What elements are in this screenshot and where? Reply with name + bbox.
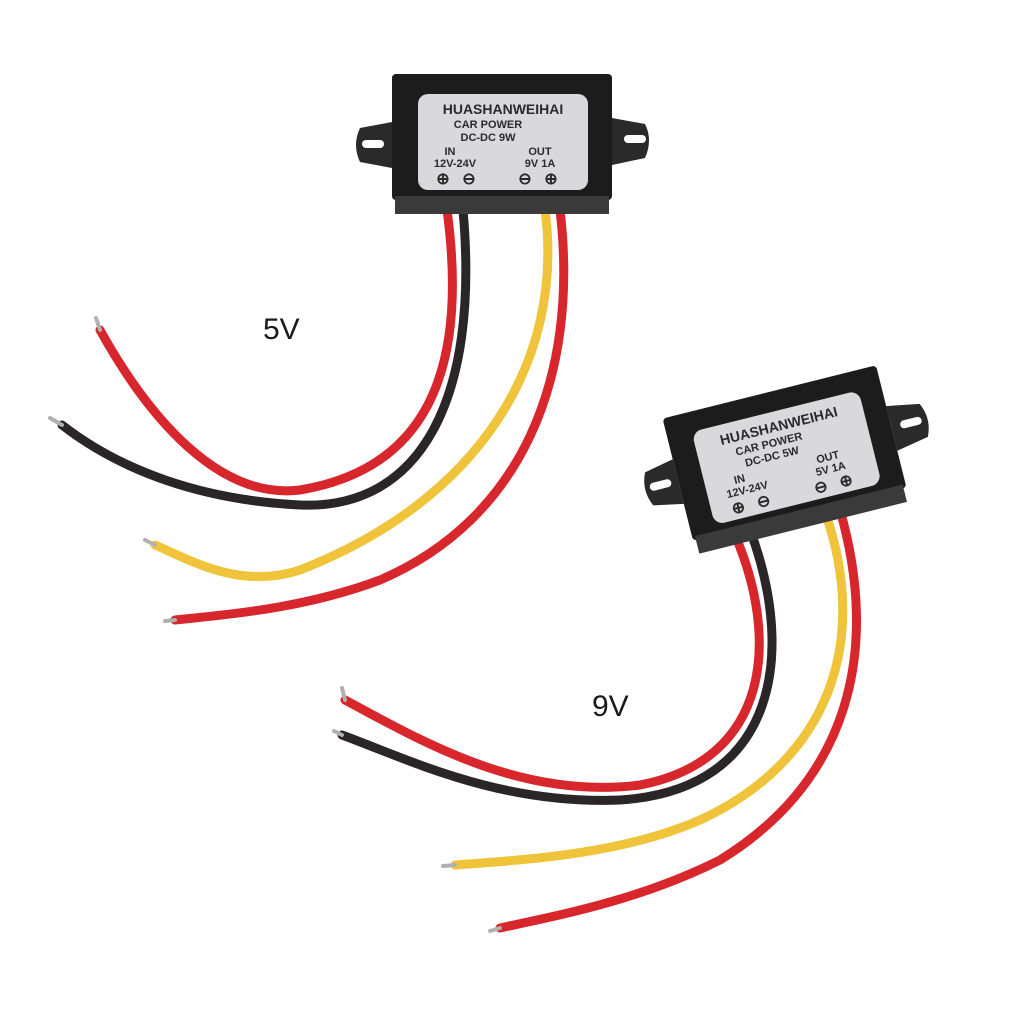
out-label: OUT — [528, 146, 552, 158]
lower-module: HUASHANWEIHAI CAR POWER DC-DC 5W IN 12V-… — [644, 366, 929, 554]
in-label: IN — [445, 146, 456, 158]
wire-tip — [340, 686, 347, 702]
plus-terminal-icon: ⊕ — [544, 171, 557, 188]
in-range: 12V-24V — [434, 158, 477, 170]
wire-tip — [143, 538, 157, 547]
in-label: IN — [733, 473, 747, 487]
wire-tip — [441, 863, 457, 868]
plus-terminal-icon: ⊕ — [436, 171, 449, 188]
wire-red-input — [340, 530, 764, 792]
minus-terminal-icon: ⊖ — [462, 171, 475, 188]
car-power-text: CAR POWER — [454, 119, 523, 131]
out-rating: 9V 1A — [525, 158, 556, 170]
wire-black-input — [337, 525, 777, 805]
label-sticker — [693, 392, 880, 523]
wire-black-input — [57, 205, 471, 510]
wire-tip — [48, 416, 64, 427]
caption-9v: 9V — [592, 690, 629, 723]
wire-yellow-output — [150, 205, 553, 582]
plus-terminal-icon: ⊕ — [838, 472, 855, 492]
wire-tip — [94, 316, 102, 332]
wire-red-output — [170, 205, 569, 625]
dc-dc-text: DC-DC 9W — [461, 132, 517, 144]
wire-tip — [332, 729, 344, 737]
wire-yellow-output — [450, 507, 848, 870]
upper-module: HUASHANWEIHAI CAR POWER DC-DC 9W IN 12V-… — [356, 74, 649, 214]
label-sticker — [418, 94, 588, 190]
upper-module-wires — [48, 205, 569, 625]
minus-terminal-icon: ⊖ — [755, 492, 772, 512]
brand-text: HUASHANWEIHAI — [443, 101, 564, 117]
wire-tip — [488, 926, 502, 933]
minus-terminal-icon: ⊖ — [518, 171, 531, 188]
caption-5v: 5V — [263, 313, 300, 346]
wire-tip — [163, 618, 177, 623]
wire-red-input — [95, 205, 457, 496]
minus-terminal-icon: ⊖ — [812, 478, 829, 498]
plus-terminal-icon: ⊕ — [730, 498, 747, 518]
wire-red-output — [495, 505, 861, 933]
lower-module-wires — [332, 505, 861, 933]
out-label: OUT — [815, 449, 841, 466]
